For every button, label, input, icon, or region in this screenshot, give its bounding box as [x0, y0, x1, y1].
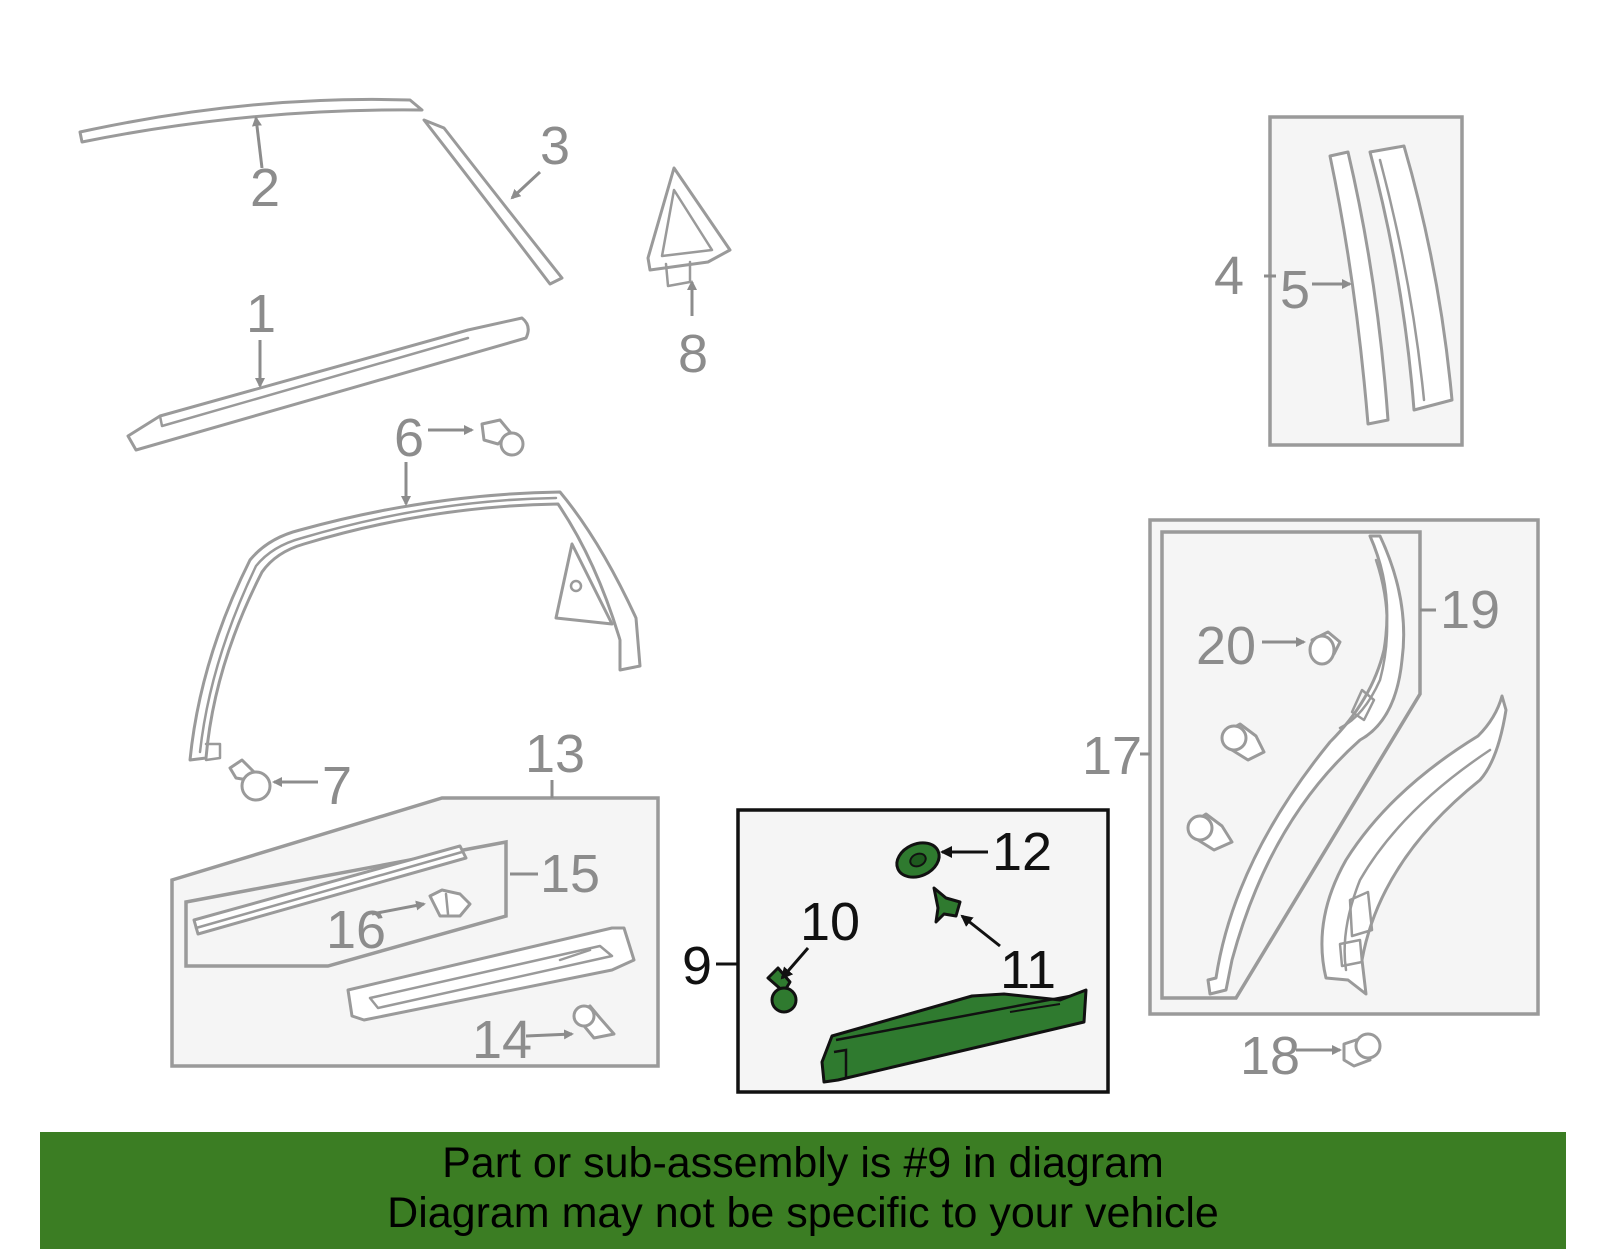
part-10-clip[interactable] — [766, 966, 798, 1014]
part-11-clip[interactable] — [932, 886, 962, 924]
callout-2: 2 — [250, 158, 280, 218]
callout-19: 19 — [1440, 580, 1500, 640]
callout-10: 10 — [800, 892, 860, 952]
callout-15: 15 — [540, 844, 600, 904]
part-14-sill-panel[interactable] — [346, 926, 636, 1022]
part-2-roof-moulding[interactable] — [78, 97, 424, 144]
callout-12: 12 — [992, 822, 1052, 882]
clip-upper[interactable] — [1220, 722, 1266, 762]
part-3-pillar-moulding[interactable] — [422, 118, 564, 286]
part-18-clip[interactable] — [1342, 1032, 1382, 1068]
part-14-clip[interactable] — [572, 1004, 616, 1040]
callout-16: 16 — [326, 900, 386, 960]
part-12-grommet[interactable] — [891, 836, 944, 883]
info-banner: Part or sub-assembly is #9 in diagram Di… — [40, 1132, 1566, 1249]
callout-1: 1 — [246, 284, 276, 344]
part-19-pillar-garnish[interactable] — [1206, 534, 1406, 996]
part-6-clip[interactable] — [480, 418, 525, 457]
clip-lower[interactable] — [1186, 812, 1234, 852]
banner-line-1: Part or sub-assembly is #9 in diagram — [442, 1139, 1164, 1187]
part-17-pillar-trim[interactable] — [1320, 694, 1508, 996]
part-6-door-frame[interactable] — [188, 490, 642, 762]
box-19-assembly — [1160, 530, 1422, 1000]
callout-6: 6 — [394, 408, 424, 468]
callout-8: 8 — [678, 324, 708, 384]
callout-7: 7 — [322, 756, 352, 816]
callout-3: 3 — [540, 116, 570, 176]
callout-18: 18 — [1240, 1026, 1300, 1086]
part-15-sill-strip[interactable] — [192, 844, 468, 936]
banner-line-2: Diagram may not be specific to your vehi… — [387, 1189, 1219, 1237]
part-8-corner-trim[interactable] — [646, 166, 732, 288]
callout-13: 13 — [525, 724, 585, 784]
callout-9: 9 — [682, 936, 712, 996]
part-1-belt-moulding[interactable] — [126, 316, 530, 452]
part-7-clip[interactable] — [228, 758, 272, 802]
part-9-sill-garnish[interactable] — [820, 988, 1088, 1084]
callout-17: 17 — [1082, 726, 1142, 786]
callout-5: 5 — [1280, 260, 1310, 320]
part-5-pillar-garnish[interactable] — [1328, 144, 1454, 426]
callout-20: 20 — [1196, 616, 1256, 676]
callout-14: 14 — [472, 1010, 532, 1070]
callout-11: 11 — [1000, 940, 1056, 1000]
callout-4: 4 — [1214, 246, 1244, 306]
part-20-clip[interactable] — [1308, 630, 1342, 666]
part-16-clip[interactable] — [428, 888, 472, 918]
